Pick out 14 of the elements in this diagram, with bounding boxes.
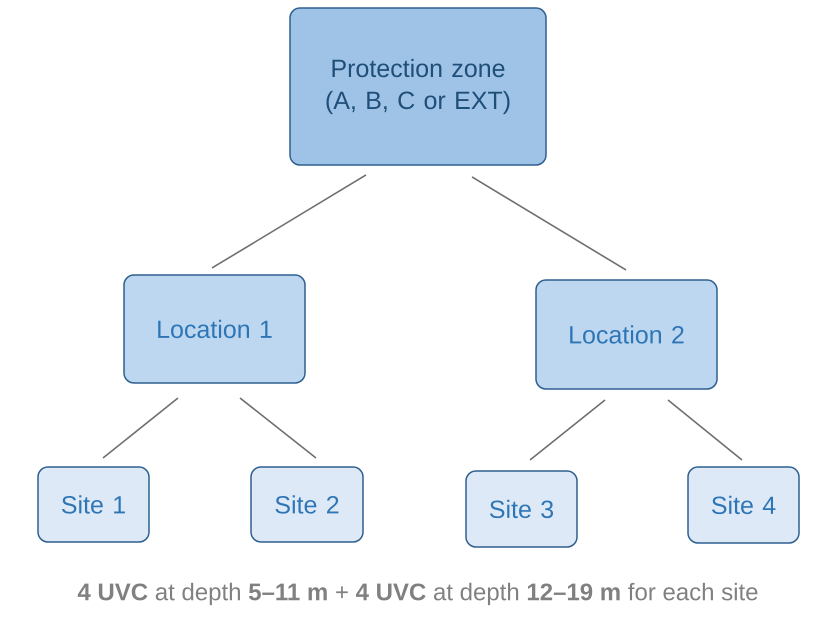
connector-line — [530, 399, 606, 461]
site-box: Site 1 — [37, 466, 150, 543]
connector-line — [240, 397, 316, 459]
site-box: Site 4 — [687, 466, 800, 544]
site-box: Site 2 — [250, 466, 364, 543]
connector-line — [212, 174, 366, 269]
site-box: Site 3 — [465, 470, 578, 548]
connector-line — [472, 176, 626, 271]
zone-box: Protection zone (A, B, C or EXT) — [289, 7, 547, 166]
note-text: 4 UVC at depth 5–11 m + 4 UVC at depth 12–19 m for each site — [78, 582, 758, 606]
location-box: Location 2 — [535, 279, 718, 390]
connector-line — [668, 399, 742, 461]
connector-line — [102, 397, 178, 459]
location-box: Location 1 — [123, 274, 306, 384]
